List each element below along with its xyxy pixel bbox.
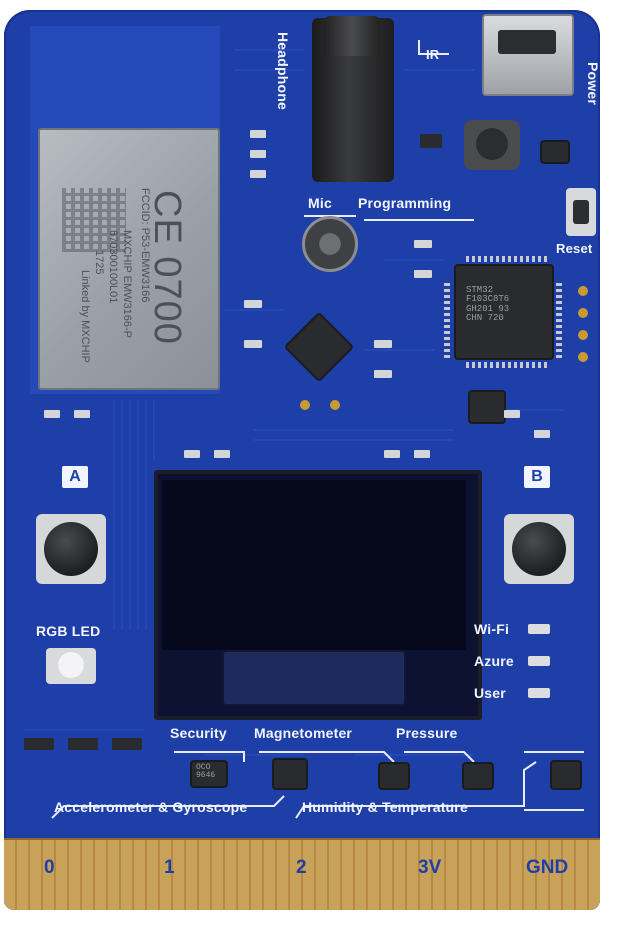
edge-pin-0: 0 — [44, 857, 55, 878]
micro-usb-port[interactable] — [482, 14, 574, 96]
qr-code — [62, 188, 126, 252]
humidity-temp-label: Humidity & Temperature — [302, 799, 468, 815]
oled-ribbon — [222, 650, 406, 706]
smd-component — [244, 300, 262, 308]
power-inductor — [464, 120, 520, 170]
pressure-label: Pressure — [396, 725, 458, 741]
ir-label: IR — [426, 47, 440, 62]
edge-pin-3v: 3V — [418, 857, 442, 878]
wifi-led — [528, 624, 550, 634]
button-a-label: A — [62, 466, 88, 488]
smd-component — [414, 450, 430, 458]
mic-label: Mic — [308, 195, 332, 211]
programming-label: Programming — [358, 195, 452, 211]
azure-led-label: Azure — [474, 653, 514, 669]
rgb-led-label: RGB LED — [36, 623, 101, 639]
rgb-led — [46, 648, 96, 684]
microphone — [302, 216, 358, 272]
transistor — [112, 738, 142, 750]
module-linked: Linked by MXCHIP — [79, 270, 91, 363]
smd-component — [504, 410, 520, 418]
pressure-sensor — [464, 764, 492, 788]
smd-component — [74, 410, 90, 418]
smd-component — [250, 150, 266, 158]
gold-pad — [578, 286, 588, 296]
security-chip: OCO 9646 — [192, 762, 226, 786]
mcu-pins-top — [466, 256, 550, 262]
module-lot: 1725 — [93, 250, 105, 275]
mcu-pins-bottom — [466, 362, 550, 368]
edge-pin-2: 2 — [296, 857, 307, 878]
button-a[interactable] — [36, 514, 106, 584]
smd-component — [250, 170, 266, 178]
gold-pad — [578, 308, 588, 318]
regulator-chip — [470, 392, 504, 422]
power-label: Power — [585, 62, 600, 106]
mcu-pins-left — [444, 280, 450, 358]
transistor — [68, 738, 98, 750]
accel-gyro-label: Accelerometer & Gyroscope — [54, 799, 248, 815]
edge-pin-1: 1 — [164, 857, 175, 878]
security-chip-marking: OCO 9646 — [196, 763, 216, 781]
smd-component — [374, 370, 392, 378]
reset-button[interactable] — [566, 188, 596, 236]
smd-component — [414, 240, 432, 248]
smd-component — [374, 340, 392, 348]
smd-component — [414, 270, 432, 278]
module-ce-mark: CE 0700 — [146, 190, 188, 345]
smd-component — [534, 430, 550, 438]
edge-connector — [4, 838, 600, 910]
usb-bridge-chip — [542, 142, 568, 162]
wifi-module-shield: CE 0700 FCCID: P53-EMW3166 MXCHIP EMW316… — [38, 128, 220, 390]
magnetometer-label: Magnetometer — [254, 725, 353, 741]
stm32-mcu: STM32 F103C8T6 GH201 93 CHN 720 — [456, 266, 552, 358]
smd-component — [184, 450, 200, 458]
smd-component — [44, 410, 60, 418]
security-label: Security — [170, 725, 227, 741]
magnetometer-chip — [380, 764, 408, 788]
pcb-traces — [24, 40, 584, 819]
transistor — [24, 738, 54, 750]
ir-emitter — [420, 134, 442, 148]
wifi-led-label: Wi-Fi — [474, 621, 510, 637]
button-b[interactable] — [504, 514, 574, 584]
gold-pad — [330, 400, 340, 410]
smd-component — [214, 450, 230, 458]
smd-component — [384, 450, 400, 458]
smd-component — [244, 340, 262, 348]
pcb-board: CE 0700 FCCID: P53-EMW3166 MXCHIP EMW316… — [4, 10, 600, 910]
small-ic — [552, 762, 580, 788]
user-led — [528, 688, 550, 698]
azure-led — [528, 656, 550, 666]
gold-pad — [300, 400, 310, 410]
gold-pad — [578, 330, 588, 340]
module-model: MXCHIP EMW3166-P — [121, 230, 133, 338]
button-b-label: B — [524, 466, 550, 488]
headphone-jack — [312, 16, 394, 182]
headphone-label: Headphone — [275, 32, 291, 111]
mcu-pins-right — [556, 280, 562, 358]
module-serial: 670300100L01 — [107, 230, 119, 304]
edge-pin-gnd: GND — [526, 857, 569, 878]
reset-label: Reset — [556, 241, 593, 256]
smd-component — [250, 130, 266, 138]
oled-display — [154, 470, 482, 720]
oled-screen — [162, 480, 466, 650]
gold-pad — [578, 352, 588, 362]
mcu-marking: STM32 F103C8T6 GH201 93 CHN 720 — [466, 285, 510, 324]
humidity-temperature-sensor — [274, 760, 306, 788]
module-fccid: FCCID: P53-EMW3166 — [139, 188, 151, 303]
user-led-label: User — [474, 685, 506, 701]
